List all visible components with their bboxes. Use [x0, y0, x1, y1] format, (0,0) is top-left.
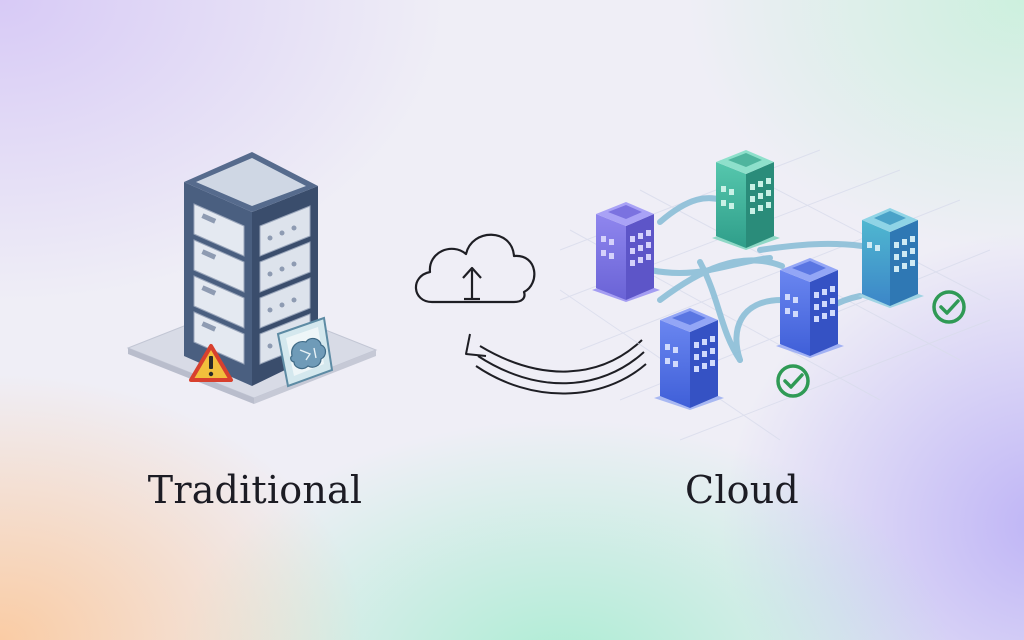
office-building-icon	[858, 208, 924, 308]
brain-chip-icon	[276, 316, 334, 388]
cloud-upload-icon	[414, 233, 536, 304]
office-building-icon	[592, 202, 660, 302]
check-circle-icon	[932, 290, 966, 324]
check-circle-icon	[776, 364, 810, 398]
cloud-label: Cloud	[685, 468, 799, 512]
migration-arrow-icon	[465, 333, 647, 395]
office-building-icon	[712, 150, 780, 250]
office-building-icon	[776, 258, 844, 358]
traditional-label: Traditional	[147, 468, 363, 512]
warning-icon	[189, 344, 233, 382]
office-building-icon	[654, 308, 724, 410]
server-rack-icon	[126, 152, 378, 404]
